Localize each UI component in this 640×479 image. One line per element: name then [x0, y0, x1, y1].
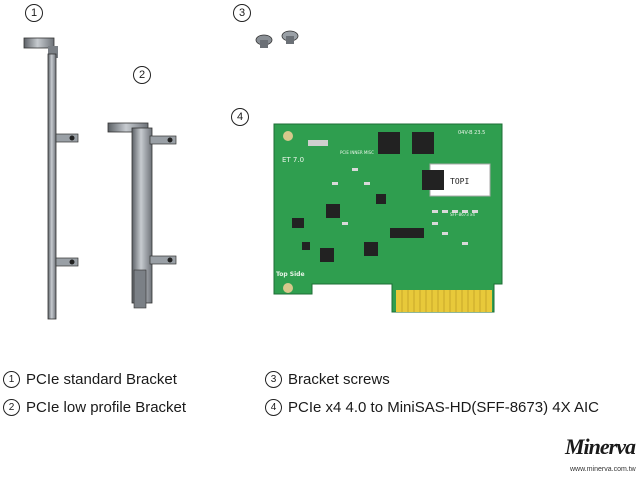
caption-text: Bracket screws [288, 371, 390, 388]
caption-bracket-screws: 3 Bracket screws [265, 371, 390, 388]
board-version-label: 04V-B 23.5 [458, 130, 485, 136]
caption-number: 1 [3, 371, 20, 388]
caption-aic-board: 4 PCIe x4 4.0 to MiniSAS-HD(SFF-8673) 4X… [265, 399, 599, 416]
caption-number: 3 [265, 371, 282, 388]
aic-board-image: ET 7.0 04V-B 23.5 PCIE INNER MISC TOPI S… [273, 123, 503, 313]
callout-3: 3 [233, 4, 251, 22]
caption-pcie-low-profile-bracket: 2 PCIe low profile Bracket [3, 399, 186, 416]
caption-pcie-standard-bracket: 1 PCIe standard Bracket [3, 371, 177, 388]
board-model-label: ET 7.0 [282, 156, 304, 164]
logo-wordmark: Minerva [565, 434, 636, 459]
minerva-logo: Minerva [565, 434, 637, 470]
caption-text: PCIe low profile Bracket [26, 399, 187, 416]
callout-2: 2 [133, 66, 151, 84]
callout-1: 1 [25, 4, 43, 22]
callout-4: 4 [231, 108, 249, 126]
caption-number: 2 [3, 399, 20, 416]
connector-label: SFF-8673 x4 [450, 212, 475, 217]
caption-text: PCIe x4 4.0 to MiniSAS-HD(SFF-8673) 4X A… [288, 399, 599, 416]
connector-text: TOPI [450, 177, 469, 186]
top-side-label: Top Side [276, 271, 305, 278]
caption-text: PCIe standard Bracket [26, 371, 177, 388]
caption-number: 4 [265, 399, 282, 416]
bracket-screws-image [255, 30, 299, 48]
low-profile-bracket-image [107, 122, 177, 309]
logo-url: www.minerva.com.tw [570, 466, 636, 473]
standard-bracket-image [23, 37, 79, 320]
board-silk-label: PCIE INNER MISC [340, 150, 374, 155]
